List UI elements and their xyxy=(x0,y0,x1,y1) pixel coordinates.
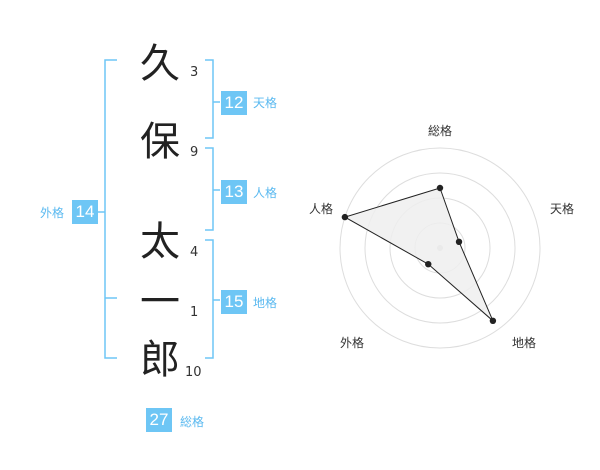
tenkaku-bracket xyxy=(205,59,214,139)
gaikaku-label: 外格 xyxy=(40,206,65,220)
gaikaku-bracket xyxy=(104,59,117,359)
radar-axis-label-jinkaku: 人格 xyxy=(309,202,334,216)
name-char-1: 久 xyxy=(140,41,180,87)
stroke-count-1: 3 xyxy=(190,65,199,80)
chikaku-score: 15 xyxy=(221,290,247,314)
radar-axis-label-chikaku: 地格 xyxy=(512,336,537,350)
radar-point-0 xyxy=(436,184,444,192)
radar-axis-label-tenkaku: 天格 xyxy=(550,202,575,216)
name-char-4: 一 xyxy=(140,279,180,325)
name-char-3: 太 xyxy=(140,219,180,265)
radar-ring xyxy=(364,172,516,324)
name-char-2: 保 xyxy=(140,119,180,165)
stroke-count-5: 10 xyxy=(185,365,202,380)
chikaku-label: 地格 xyxy=(253,296,278,310)
jinkaku-score: 13 xyxy=(221,180,247,204)
radar-ring xyxy=(339,147,541,349)
radar-point-2 xyxy=(489,317,497,325)
name-char-5: 郎 xyxy=(140,337,180,383)
radar-axis-label-gaikaku: 外格 xyxy=(340,336,365,350)
gaikaku-score: 14 xyxy=(72,200,98,224)
stroke-count-4: 1 xyxy=(190,305,199,320)
chikaku-bracket xyxy=(205,239,214,359)
soukaku-label: 総格 xyxy=(180,415,205,429)
radar-point-1 xyxy=(455,238,463,246)
radar-axis-label-soukaku: 総格 xyxy=(428,124,453,138)
stroke-count-3: 4 xyxy=(190,245,199,260)
radar-series-polygon xyxy=(343,187,494,322)
radar-point-4 xyxy=(341,213,349,221)
tenkaku-score: 12 xyxy=(221,91,247,115)
tenkaku-label: 天格 xyxy=(253,96,278,110)
jinkaku-label: 人格 xyxy=(253,186,278,200)
radar-point-3 xyxy=(425,260,432,268)
jinkaku-bracket xyxy=(205,147,214,231)
stroke-count-2: 9 xyxy=(190,145,199,160)
soukaku-score: 27 xyxy=(146,408,172,432)
